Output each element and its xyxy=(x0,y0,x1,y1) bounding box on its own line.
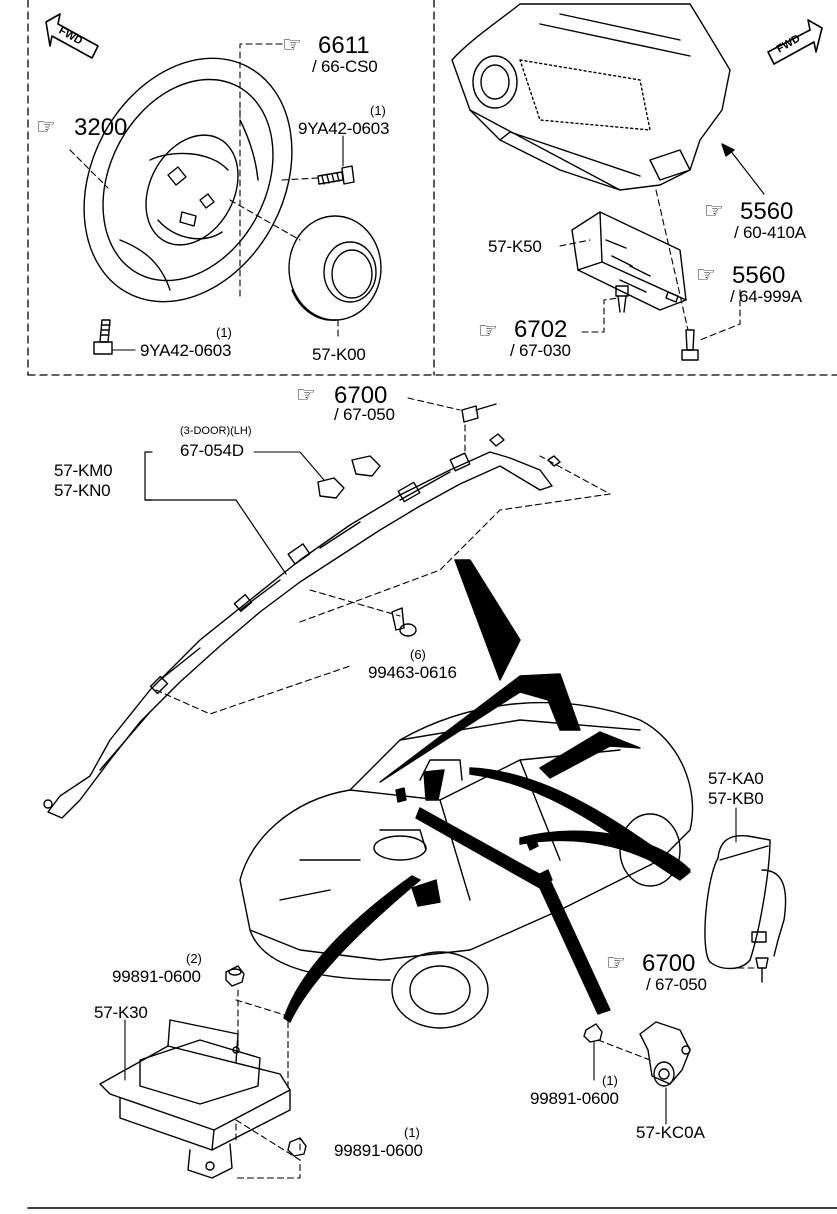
clip-6700-top-drawing xyxy=(461,403,497,423)
curtain-airbag-part-1: 57-KM0 xyxy=(54,461,113,480)
nut-top-part: 99891-0600 xyxy=(112,967,201,986)
ref-6700-top-code: 6700 xyxy=(334,382,388,409)
leader-lines-curtain xyxy=(155,397,611,715)
nut-sensor-drawing xyxy=(583,1023,603,1043)
ref-5560-a-code: 5560 xyxy=(740,198,794,225)
curtain-airbag-drawing xyxy=(43,433,561,819)
pointing-hand-icon: ☞ xyxy=(36,114,56,139)
nut-top-drawing xyxy=(225,965,245,987)
nut-top-qty: (2) xyxy=(186,951,202,966)
ref-6702-sub: / 67-030 xyxy=(510,341,571,360)
fwd-arrow-icon xyxy=(767,19,823,65)
nut-bottom-drawing xyxy=(287,1137,307,1157)
airbag-location-stripes xyxy=(283,559,691,1023)
clip-6702-drawing xyxy=(615,285,629,313)
bolt-lower-part: 9YA42-0603 xyxy=(140,341,232,360)
clip-note: (3-DOOR)(LH) xyxy=(180,425,252,437)
bolt-99463-qty: (6) xyxy=(410,647,426,662)
pointing-hand-icon: ☞ xyxy=(704,198,724,223)
fwd-arrow-icon xyxy=(45,13,99,59)
pointing-hand-icon: ☞ xyxy=(282,32,302,57)
ref-6611-code: 6611 xyxy=(318,32,370,59)
pointing-hand-icon: ☞ xyxy=(696,262,716,287)
passenger-airbag-part: 57-K50 xyxy=(488,237,542,256)
curtain-airbag-part-2: 57-KN0 xyxy=(54,481,111,500)
clip-6700-side-drawing xyxy=(755,957,769,983)
bolt-99463-part: 99463-0616 xyxy=(368,663,457,682)
clip-part: 67-054D xyxy=(180,441,244,460)
ref-5560-b-sub: / 64-999A xyxy=(730,287,802,306)
nut-sensor-qty: (1) xyxy=(602,1073,618,1088)
bolt-upper-drawing xyxy=(317,165,355,185)
bolt-upper-qty: (1) xyxy=(370,103,386,118)
section-dividers xyxy=(27,0,837,376)
nut-bottom-part: 99891-0600 xyxy=(334,1141,423,1160)
ref-6611-sub: / 66-CS0 xyxy=(312,57,378,76)
ref-5560-b-code: 5560 xyxy=(732,262,786,289)
ref-6700-side-code: 6700 xyxy=(642,950,696,977)
side-airbag-part-2: 57-KB0 xyxy=(708,789,764,808)
driver-airbag-part: 57-K00 xyxy=(312,345,366,364)
control-module-drawing xyxy=(99,1019,291,1179)
steering-wheel-drawing xyxy=(83,57,293,303)
pointing-hand-icon: ☞ xyxy=(296,382,316,407)
sensor-part: 57-KC0A xyxy=(636,1123,705,1142)
passenger-airbag-drawing xyxy=(571,211,687,311)
ref-6700-side-sub: / 67-050 xyxy=(646,975,707,994)
ref-3200-code: 3200 xyxy=(74,114,128,141)
side-airbag-drawing xyxy=(704,834,787,970)
driver-airbag-drawing xyxy=(288,215,382,321)
crash-sensor-drawing xyxy=(639,1021,691,1087)
leader-lines-lower xyxy=(235,989,651,1179)
ref-6702-code: 6702 xyxy=(514,316,568,343)
pointing-hand-icon: ☞ xyxy=(606,950,626,975)
clip-67-054D-drawing xyxy=(317,455,381,499)
dashboard-drawing xyxy=(451,3,731,191)
screw-5560-drawing xyxy=(681,329,699,361)
nut-sensor-part: 99891-0600 xyxy=(530,1089,619,1108)
ref-5560-a-sub: / 60-410A xyxy=(734,223,806,242)
side-airbag-part-1: 57-KA0 xyxy=(708,769,764,788)
leader-lines-dash xyxy=(559,189,741,341)
leader-lines-steering xyxy=(69,43,344,341)
pointing-hand-icon: ☞ xyxy=(478,318,498,343)
bracket-57-KM0 xyxy=(144,451,287,575)
bolt-upper-part: 9YA42-0603 xyxy=(298,119,390,138)
control-module-part: 57-K30 xyxy=(94,1003,148,1022)
ref-6700-top-sub: / 67-050 xyxy=(334,405,395,424)
bolt-lower-drawing xyxy=(93,319,113,355)
bolt-99463-drawing xyxy=(391,607,417,637)
nut-bottom-qty: (1) xyxy=(404,1125,420,1140)
bolt-lower-qty: (1) xyxy=(216,325,232,340)
